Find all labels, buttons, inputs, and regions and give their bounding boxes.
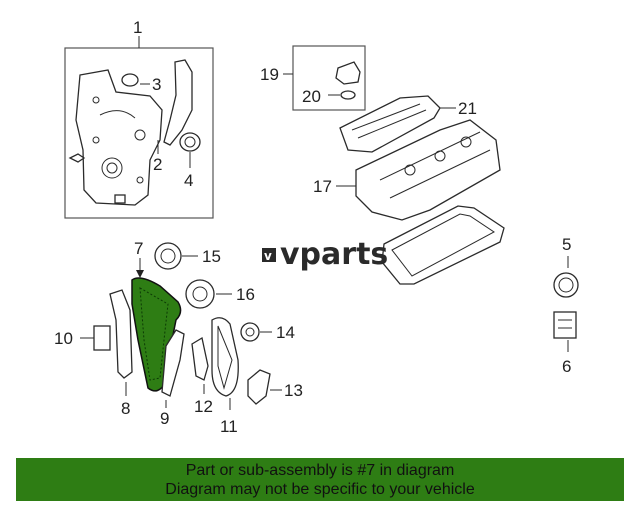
banner-line-part: Part or sub-assembly is #7 in diagram bbox=[185, 462, 455, 479]
valve-cover: 17 bbox=[313, 119, 501, 221]
callout-4[interactable]: 4 bbox=[184, 171, 193, 190]
callout-20[interactable]: 20 bbox=[302, 87, 321, 106]
callout-3[interactable]: 3 bbox=[152, 75, 161, 94]
callout-7[interactable]: 7 bbox=[134, 239, 143, 258]
seal-and-bracket: 5 6 bbox=[553, 235, 579, 376]
callout-17[interactable]: 17 bbox=[313, 177, 332, 196]
banner-line-disclaimer: Diagram may not be specific to your vehi… bbox=[165, 481, 475, 498]
callout-14[interactable]: 14 bbox=[276, 323, 295, 342]
callout-12[interactable]: 12 bbox=[194, 397, 213, 416]
valve-cover-gasket bbox=[381, 205, 505, 285]
callout-21[interactable]: 21 bbox=[458, 99, 477, 118]
callout-10[interactable]: 10 bbox=[54, 329, 73, 348]
callout-11[interactable]: 11 bbox=[220, 417, 238, 436]
callout-1[interactable]: 1 bbox=[133, 18, 142, 37]
timing-cover-group: 1 3 2 4 bbox=[64, 18, 214, 219]
callout-5[interactable]: 5 bbox=[562, 235, 571, 254]
callout-15[interactable]: 15 bbox=[202, 247, 221, 266]
callout-9[interactable]: 9 bbox=[160, 409, 169, 428]
engine-top-cover: 21 bbox=[339, 95, 477, 153]
watermark-text: vparts bbox=[280, 237, 388, 272]
parts-diagram: 1 3 2 4 19 20 bbox=[54, 18, 579, 436]
oil-cap-group: 19 20 bbox=[260, 45, 366, 111]
timing-chain-assembly: 15 16 7 8 10 9 12 11 bbox=[54, 239, 303, 436]
callout-19[interactable]: 19 bbox=[260, 65, 279, 84]
callout-13[interactable]: 13 bbox=[284, 381, 303, 400]
highlight-notice-banner: Part or sub-assembly is #7 in diagram Di… bbox=[16, 458, 624, 501]
callout-16[interactable]: 16 bbox=[236, 285, 255, 304]
callout-8[interactable]: 8 bbox=[121, 399, 130, 418]
callout-2[interactable]: 2 bbox=[153, 155, 162, 174]
vparts-logo-glyph: v bbox=[264, 249, 272, 263]
vparts-watermark: v vparts bbox=[262, 237, 388, 272]
callout-6[interactable]: 6 bbox=[562, 357, 571, 376]
